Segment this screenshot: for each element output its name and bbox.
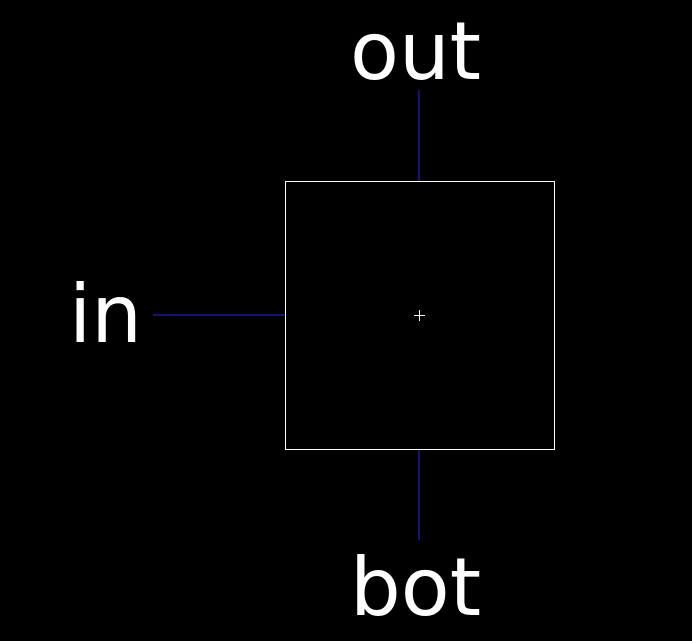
pin-label-bot: bot <box>350 541 482 634</box>
pin-label-out: out <box>350 5 482 98</box>
pin-label-in: in <box>69 268 142 361</box>
